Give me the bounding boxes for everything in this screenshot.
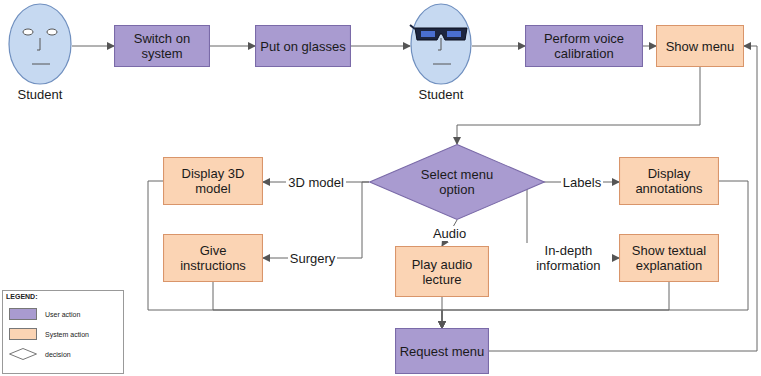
legend-text: System action [45,331,89,338]
legend-swatch [9,328,37,340]
box-outline [396,247,489,297]
mouth [32,64,50,65]
node-text: Display 3D model [163,163,263,199]
legend-text: User action [45,311,80,318]
connector-arrow [472,46,525,47]
user-action-box: Request menu [395,328,489,374]
node-text: Display annotations [619,163,719,199]
node-text: Request menu [396,341,489,362]
person-label: Student [419,87,464,102]
node-text: Put on glasses [256,36,349,57]
student-face: Student [410,3,472,85]
person-label: Student [18,87,63,102]
legend-row: User action [9,307,80,321]
box-outline [657,26,744,67]
system-action-box: Show menu [656,25,744,67]
glasses-lens [421,31,435,37]
connector-arrow [351,46,410,47]
edge-label: Audio [431,226,468,241]
legend-row: decision [9,347,71,361]
box-outline [256,26,351,67]
nose [37,38,40,50]
system-action-box: Display 3D model [163,157,263,205]
system-action-box: Show textual explanation [619,234,719,282]
box-outline [620,158,719,205]
legend-text: decision [45,351,71,358]
diamond-outline [370,145,545,220]
edge-label: Surgery [288,251,338,266]
user-action-box: Perform voice calibration [525,25,643,67]
legend-diamond [9,348,37,360]
node-text: Show textual explanation [619,240,719,276]
glasses-lens [447,31,461,37]
student-face: Student [8,3,72,85]
system-action-box: Give instructions [163,234,263,282]
node-text: Play audio lecture [395,254,489,290]
diamond-sample [10,349,37,360]
decision-diamond: Select menu option [369,144,545,220]
legend-box: LEGEND: User actionSystem action decision [2,290,124,374]
node-shape [8,3,72,85]
box-outline [164,158,263,205]
user-action-box: Put on glasses [255,25,351,67]
connector-arrow [210,46,255,47]
connector-arrow [72,46,114,47]
node-shape [410,3,472,85]
legend-row: System action [9,327,89,341]
node-text: Switch on system [114,28,210,64]
box-outline [526,26,643,67]
node-text: Perform voice calibration [525,28,643,64]
box-outline [115,26,210,67]
node-text: Select menu option [413,164,501,200]
node-text: Give instructions [163,240,263,276]
box-outline [620,235,719,282]
user-action-box: Switch on system [114,25,210,67]
connector-arrow [263,182,369,258]
head-outline [9,4,71,84]
connector-arrow [489,46,757,351]
node-text: Show menu [662,36,739,57]
system-action-box: Display annotations [619,157,719,205]
eye [47,29,57,35]
legend-title: LEGEND: [6,293,38,300]
edge-label: In-depth information [524,243,612,273]
eye [23,29,33,35]
edge-label: 3D model [286,175,346,190]
nose [438,38,441,50]
glasses-arm [410,25,415,29]
legend-swatch [9,308,37,320]
box-outline [396,329,489,374]
head-outline [411,4,471,84]
edge-label: Labels [561,175,603,190]
connector-arrow [457,67,700,144]
box-outline [164,235,263,282]
mouth [433,64,451,65]
connector-arrow [643,46,656,47]
system-action-box: Play audio lecture [395,246,489,297]
